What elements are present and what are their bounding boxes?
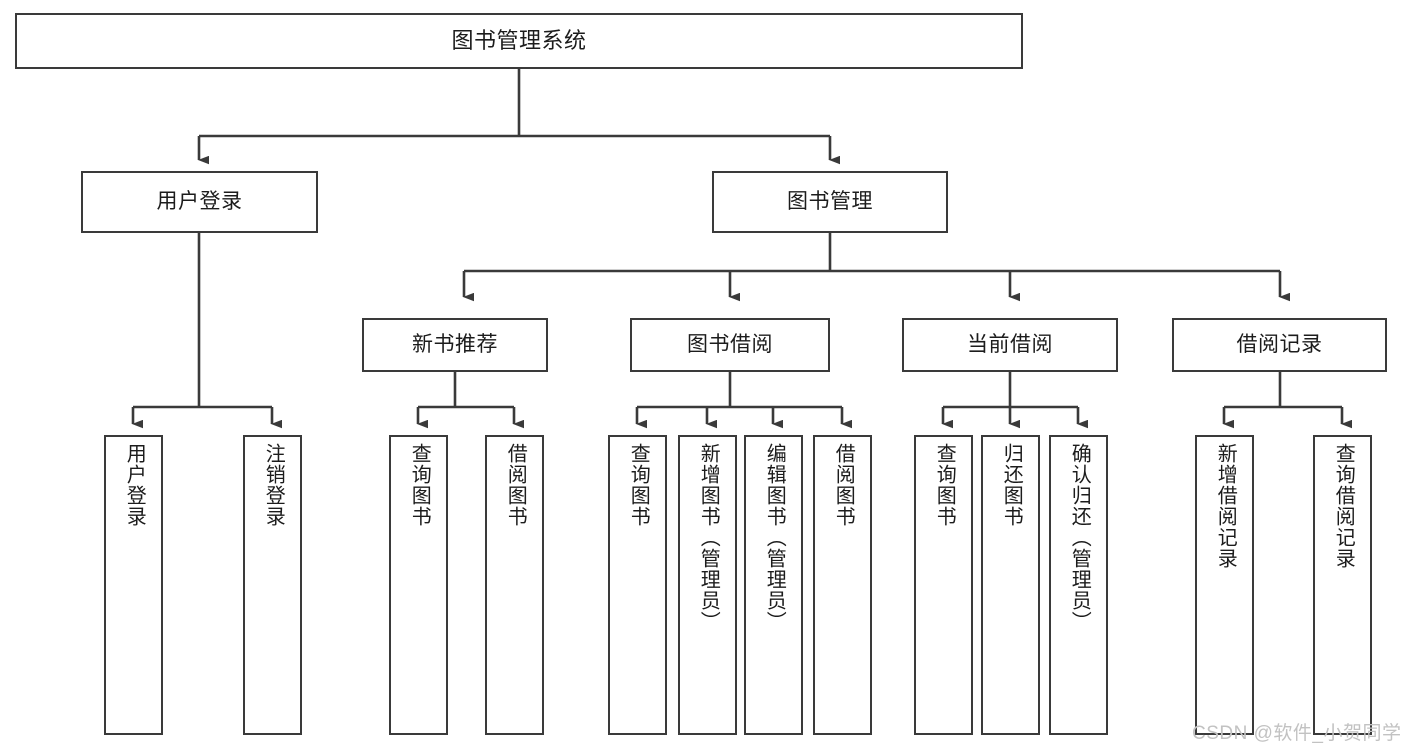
leaf-book-borrow-query[interactable]: 查询图书: [608, 435, 667, 735]
leaf-user-login-logout[interactable]: 注销登录: [243, 435, 302, 735]
watermark-text: CSDN @软件_小贺同学: [1192, 723, 1402, 744]
node-label: 新增借阅记录: [1214, 443, 1237, 569]
node-label: 查询图书: [408, 443, 431, 527]
leaf-current-borrow-confirm-return[interactable]: 确认归还（管理员）: [1049, 435, 1108, 735]
leaf-current-borrow-query[interactable]: 查询图书: [914, 435, 973, 735]
node-label: 图书借阅: [687, 332, 773, 356]
node-label: 确认归还（管理员）: [1068, 443, 1091, 632]
node-label: 借阅记录: [1236, 332, 1323, 356]
node-label: 图书管理系统: [451, 28, 587, 54]
node-label: 借阅图书: [832, 443, 855, 527]
node-user-login[interactable]: 用户登录: [81, 171, 318, 233]
node-book-management[interactable]: 图书管理: [712, 171, 948, 233]
node-current-borrow[interactable]: 当前借阅: [902, 318, 1118, 372]
node-label: 用户登录: [123, 443, 146, 527]
leaf-user-login-login[interactable]: 用户登录: [104, 435, 163, 735]
node-label: 查询图书: [627, 443, 650, 527]
node-new-book-recommend[interactable]: 新书推荐: [362, 318, 548, 372]
leaf-book-borrow-borrow[interactable]: 借阅图书: [813, 435, 872, 735]
node-label: 借阅图书: [504, 443, 527, 527]
leaf-current-borrow-return[interactable]: 归还图书: [981, 435, 1040, 735]
node-label: 注销登录: [262, 443, 285, 527]
leaf-borrow-record-add[interactable]: 新增借阅记录: [1195, 435, 1254, 735]
node-book-borrow[interactable]: 图书借阅: [630, 318, 830, 372]
node-label: 查询借阅记录: [1332, 443, 1355, 569]
node-borrow-record[interactable]: 借阅记录: [1172, 318, 1387, 372]
node-root-library-system[interactable]: 图书管理系统: [15, 13, 1023, 69]
node-label: 归还图书: [1000, 443, 1023, 527]
leaf-book-borrow-add[interactable]: 新增图书（管理员）: [678, 435, 737, 735]
node-label: 编辑图书（管理员）: [763, 443, 786, 632]
node-label: 当前借阅: [967, 332, 1053, 356]
leaf-book-borrow-edit[interactable]: 编辑图书（管理员）: [744, 435, 803, 735]
node-label: 图书管理: [787, 189, 873, 213]
node-label: 新书推荐: [412, 332, 498, 356]
leaf-new-book-borrow[interactable]: 借阅图书: [485, 435, 544, 735]
node-label: 查询图书: [933, 443, 956, 527]
leaf-new-book-query[interactable]: 查询图书: [389, 435, 448, 735]
node-label: 用户登录: [156, 189, 243, 213]
leaf-borrow-record-query[interactable]: 查询借阅记录: [1313, 435, 1372, 735]
node-label: 新增图书（管理员）: [697, 443, 720, 632]
